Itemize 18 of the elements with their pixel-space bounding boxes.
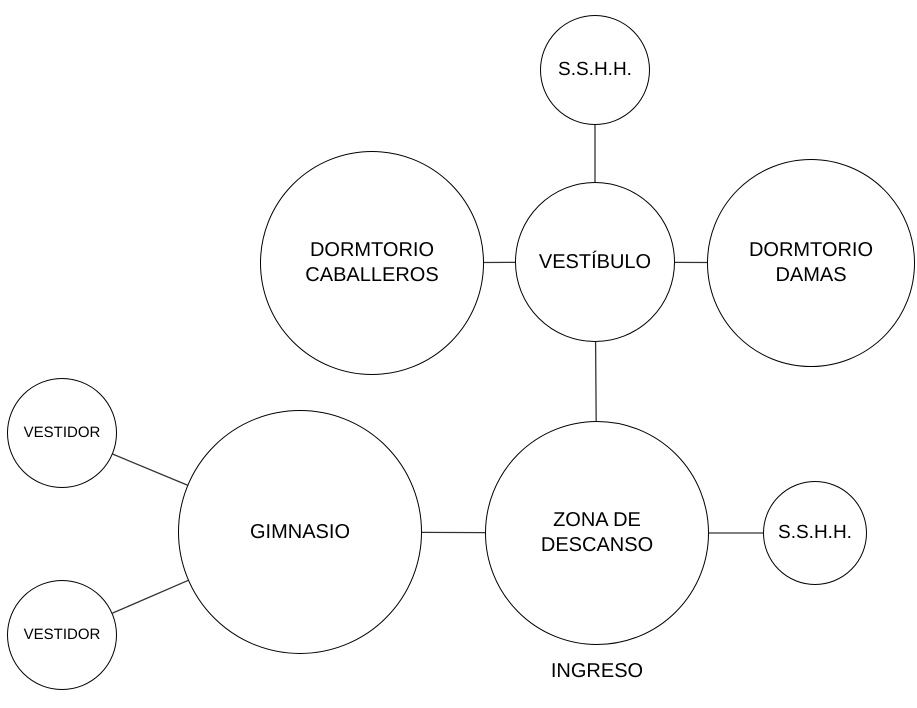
space-label: GIMNASIO [250,520,350,544]
space-label: VESTIDOR [24,424,100,442]
connector-line [422,532,485,534]
connector-line [594,125,596,182]
space-label: S.S.H.H. [778,521,852,545]
connector-line [112,454,188,486]
entrance-label: INGRESO [550,659,644,684]
connector-line [709,532,763,534]
connector-line [112,580,188,614]
connector-line [594,342,597,422]
space-label: VESTÍBULO [538,250,652,274]
connector-line [484,262,515,264]
space-label: VESTIDOR [24,626,100,644]
space-label: DORMTORIO CABALLEROS [304,238,440,288]
connector-line [675,262,707,264]
space-label: ZONA DE DESCANSO [540,508,654,558]
space-label: DORMTORIO DAMAS [748,238,874,288]
space-label: S.S.H.H. [558,58,632,82]
